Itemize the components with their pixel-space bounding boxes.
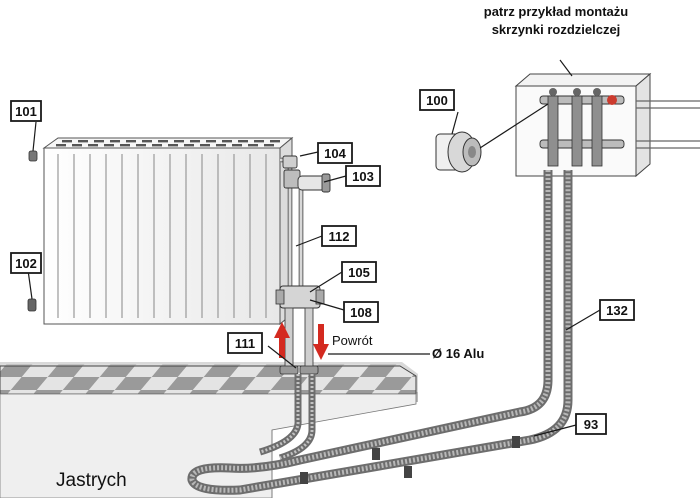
grille-slot [168,144,178,147]
grille-slot [72,144,82,147]
callout-104: 104 [317,142,353,164]
grille-slot [94,140,104,143]
vent-plug-bottom [27,298,37,312]
tiled-floor [0,365,417,395]
grille-slot [254,140,264,143]
manifold [539,88,625,167]
thermostatic-valve [283,169,331,193]
callout-111: 111 [227,332,263,354]
return-label: Powrót [332,333,373,348]
svg-text:102: 102 [15,256,37,271]
svg-text:100: 100 [426,93,448,108]
grille-slot [248,144,258,147]
callout-112: 112 [321,225,357,247]
svg-text:105: 105 [348,265,370,280]
callout-93: 93 [575,413,607,435]
grille-slot [222,140,232,143]
header-line-2: skrzynki rozdzielczej [492,22,621,37]
grille-slot [120,144,130,147]
pipe-size-label: Ø 16 Alu [432,346,484,361]
valve-block [275,285,325,309]
vent-plug-top [28,150,38,162]
grille-slot [270,140,280,143]
callout-102: 102 [10,252,42,274]
grille-slot [136,144,146,147]
callout-103: 103 [345,165,381,187]
grille-slot [216,144,226,147]
grille-slot [200,144,210,147]
header-line-1: patrz przykład montażu [484,4,629,19]
callout-132: 132 [599,299,635,321]
valve-actuator [435,131,482,173]
distribution-box [514,72,700,178]
radiator-ribs [57,154,267,318]
pipe-clips [300,436,520,484]
grille-slot [206,140,216,143]
radiator-top-grille [56,140,280,147]
grille-slot [264,144,274,147]
grille-slot [158,140,168,143]
grille-slot [232,144,242,147]
grille-slot [56,144,66,147]
radiator [42,136,294,326]
callout-105: 105 [341,261,377,283]
heating-pipe-loop [187,170,573,495]
callout-101: 101 [10,100,42,122]
grille-slot [88,144,98,147]
grille-slot [174,140,184,143]
elbow-fitting [282,155,298,169]
svg-text:132: 132 [606,303,628,318]
svg-text:104: 104 [324,146,346,161]
svg-text:103: 103 [352,169,374,184]
return-arrow [313,324,329,360]
grille-slot [238,140,248,143]
callout-108: 108 [343,301,379,323]
grille-slot [126,140,136,143]
grille-slot [78,140,88,143]
grille-slot [62,140,72,143]
grille-slot [142,140,152,143]
svg-text:108: 108 [350,305,372,320]
leader-lines [27,59,601,437]
screed-label: Jastrych [56,470,127,491]
svg-text:101: 101 [15,104,37,119]
grille-slot [152,144,162,147]
svg-text:111: 111 [235,336,255,351]
svg-text:93: 93 [584,417,598,432]
svg-text:112: 112 [329,229,350,244]
grille-slot [104,144,114,147]
grille-slot [190,140,200,143]
grille-slot [110,140,120,143]
callout-100: 100 [419,89,455,111]
supply-arrow [274,322,290,358]
grille-slot [184,144,194,147]
